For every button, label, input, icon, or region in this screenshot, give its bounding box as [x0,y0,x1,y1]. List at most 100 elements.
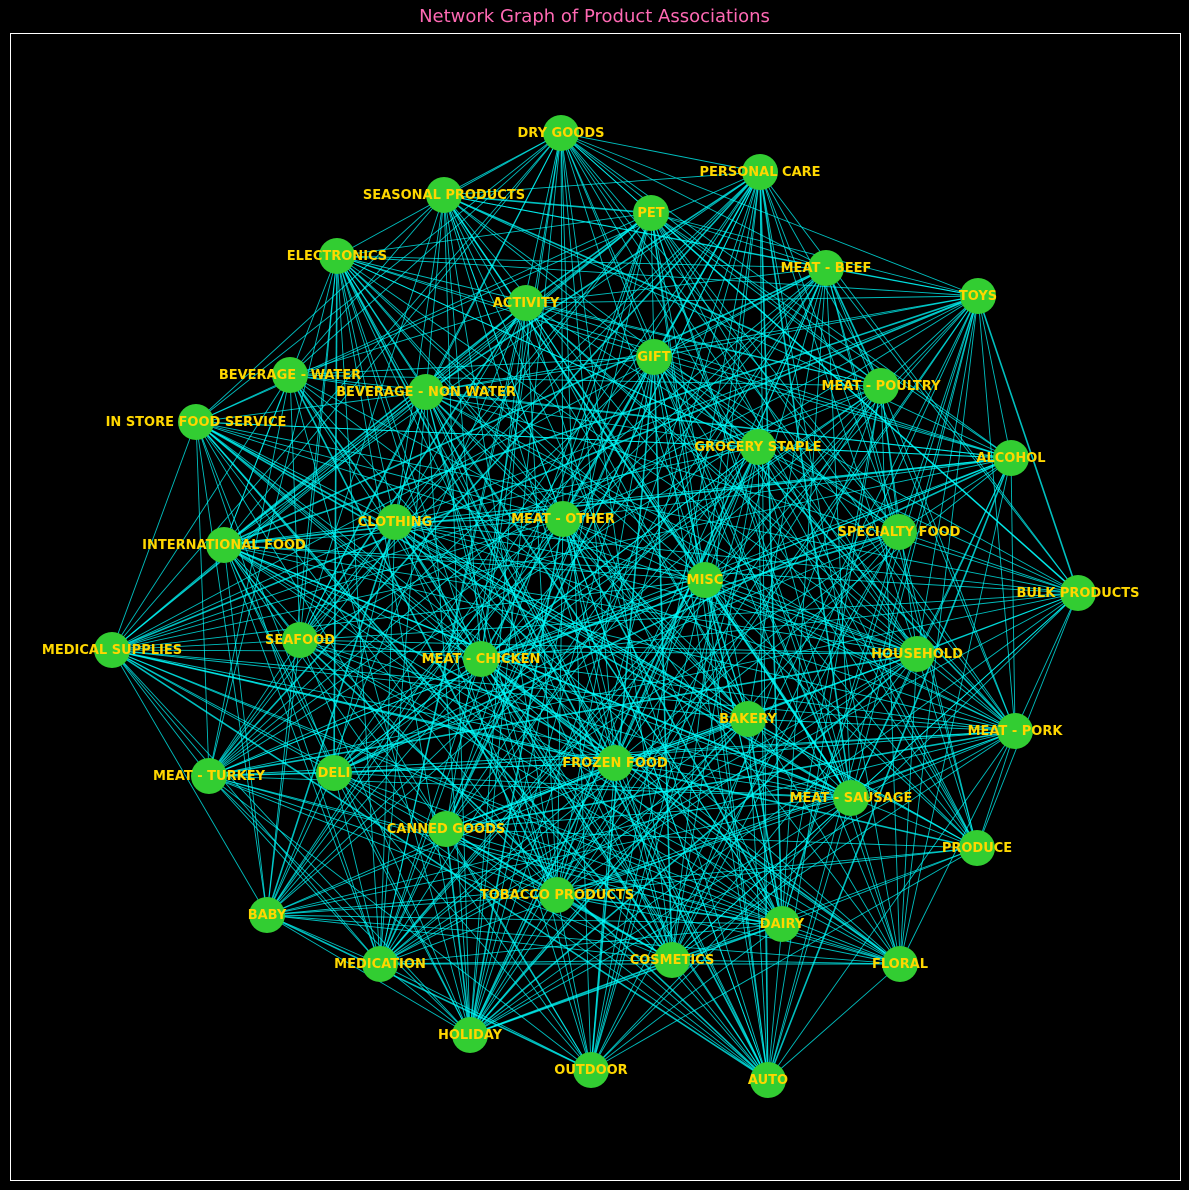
node-label-floral: FLORAL [872,957,928,972]
edge [562,518,749,720]
edge [916,653,978,849]
edge [195,421,558,896]
node-label-medication: MEDICATION [334,957,426,972]
edge [336,255,706,581]
node-deli [316,755,352,791]
edge [469,959,673,1036]
edge [556,730,1016,896]
edge [560,132,761,173]
edge [208,775,783,925]
edge [480,302,527,660]
edge [111,649,852,799]
edge [850,653,918,799]
node-label-produce: PRODUCE [942,841,1012,856]
edge [394,212,652,523]
node-tobacco-products [539,877,575,913]
edge [556,797,852,896]
node-dry-goods [543,115,579,151]
edge [562,518,616,764]
edge [590,923,783,1071]
node-dairy [764,906,800,942]
edge [336,255,655,358]
edge [747,718,978,849]
edge [898,531,1079,594]
edge [469,132,562,1036]
edge [767,963,901,1081]
edge [614,718,749,764]
edge [825,267,1079,594]
edge [333,255,338,774]
edge [880,385,901,965]
node-beverage-non-water [408,374,444,410]
edge [195,421,396,523]
node-bulk-products [1060,575,1096,611]
edge [880,385,1016,732]
edge [394,295,979,523]
edge [208,775,381,965]
edge [266,847,978,916]
edge [562,457,1012,520]
edge [379,295,979,965]
edge [767,457,1012,1081]
edge [299,639,852,799]
node-label-household: HOUSEHOLD [871,647,963,662]
edge [525,295,979,304]
edge [704,579,852,799]
edge [757,446,769,1081]
edge [899,295,979,965]
edge [333,730,1016,774]
edge [379,212,652,965]
edge [299,592,1079,641]
edge [336,255,673,961]
edge [445,457,1012,830]
node-seasonal-products [426,177,462,213]
edge [425,391,1079,594]
edge [266,521,396,916]
edge [653,356,673,961]
node-pet [633,195,669,231]
edge [195,421,564,520]
edge [266,894,558,916]
edge [671,385,882,961]
edge [111,649,918,655]
edge [850,457,1012,799]
edge [195,194,445,423]
edge [653,356,1079,594]
edge [562,385,882,520]
edge [333,772,471,1036]
node-label-beverage-non-water: BEVERAGE - NON WATER [336,385,516,400]
edge [195,421,749,720]
edge [480,658,901,965]
edge [379,356,655,965]
edge [379,959,673,965]
edge [825,267,882,387]
edge [781,847,978,925]
edge [208,592,1079,777]
edge [299,639,918,655]
node-misc [687,562,723,598]
edge [394,521,852,799]
edge [469,446,759,1036]
edge [111,649,471,1036]
edge [825,267,978,849]
edge [469,518,564,1036]
edge [443,194,901,965]
node-activity [508,285,544,321]
node-label-auto: AUTO [748,1073,788,1088]
edge [425,391,558,896]
edge [650,212,901,965]
edge [289,374,396,523]
edge [333,391,427,774]
edge [394,171,761,523]
node-label-canned-goods: CANNED GOODS [387,822,506,837]
edge [880,295,979,387]
edge [379,730,1016,965]
edge [445,653,918,830]
edge [614,653,918,764]
edge [223,544,706,581]
edge [671,295,979,961]
edge [614,762,769,1081]
edge [443,194,558,896]
edge [590,762,616,1071]
